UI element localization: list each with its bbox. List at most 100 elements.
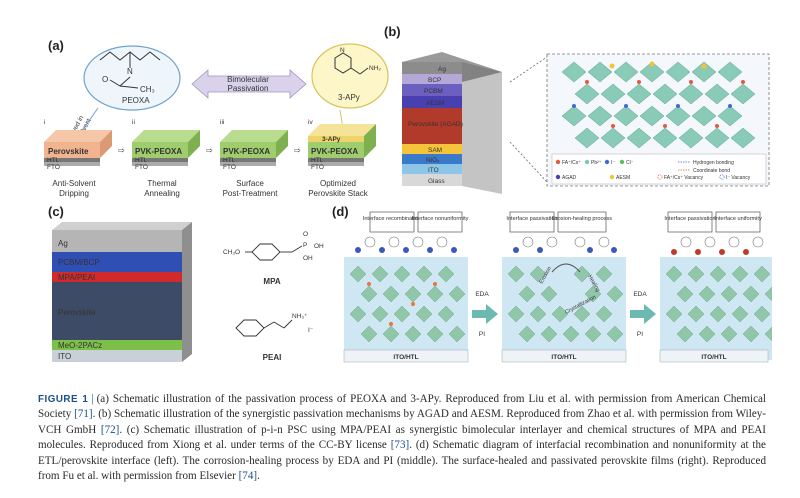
device-stack: Ag BCP PCBM AESM Perovskite (AGAD) SAM N… xyxy=(402,52,502,194)
figure-label: FIGURE 1 xyxy=(38,394,89,405)
panel-a-figure: N O CH₃ PEOXA Bimolecular Passivation N … xyxy=(44,43,389,198)
svg-text:HTL: HTL xyxy=(47,157,60,164)
svg-text:PVK-PEOXA: PVK-PEOXA xyxy=(223,147,270,156)
ref-74[interactable]: [74] xyxy=(238,470,258,483)
svg-text:Thermal: Thermal xyxy=(147,179,177,188)
ref-71[interactable]: [71] xyxy=(74,408,93,421)
svg-text:I⁻: I⁻ xyxy=(611,160,615,166)
svg-text:Perovskite: Perovskite xyxy=(58,308,96,317)
legend-row-2: AGAD AESM FA⁺/Cs⁺ Vacancy I⁻ Vacancy xyxy=(555,174,751,181)
legend-row-1: FA⁺/Cs⁺ Pb²⁺ I⁻ Cl⁻ Hydrogen bonding Coo… xyxy=(555,159,734,174)
svg-text:HTL: HTL xyxy=(223,157,236,164)
caption-part-c: . (c) Schematic illustration of p-i-n PS… xyxy=(38,423,767,452)
panel-c-label: (c) xyxy=(48,204,64,219)
svg-text:NiOₓ: NiOₓ xyxy=(426,157,440,164)
film-right: Interface passivation Interface uniformi… xyxy=(659,211,784,363)
svg-text:Interface nonuniformity: Interface nonuniformity xyxy=(412,216,469,222)
svg-text:CH₃O: CH₃O xyxy=(223,249,240,256)
svg-text:P: P xyxy=(303,242,307,249)
svg-text:Anti-Solvent: Anti-Solvent xyxy=(52,179,96,188)
svg-text:Ag: Ag xyxy=(58,239,68,248)
svg-text:FTO: FTO xyxy=(135,164,148,171)
svg-text:Glass: Glass xyxy=(428,178,445,185)
figure-caption: FIGURE 1|(a) Schematic illustration of t… xyxy=(38,392,766,484)
svg-text:PVK-PEOXA: PVK-PEOXA xyxy=(135,147,182,156)
atom-n-ring: N xyxy=(340,47,345,54)
panel-c-figure: Ag PCBM/BCP MPA/PEAI Perovskite MeO-2PAC… xyxy=(52,222,324,362)
peoxa-name: PEOXA xyxy=(122,96,150,105)
svg-text:AESM: AESM xyxy=(426,100,444,107)
svg-text:Interface passivation: Interface passivation xyxy=(664,216,715,222)
svg-text:SAM: SAM xyxy=(428,147,442,154)
svg-text:Hydrogen bonding: Hydrogen bonding xyxy=(693,160,734,166)
svg-text:PI: PI xyxy=(637,331,643,338)
svg-text:⇨: ⇨ xyxy=(206,146,213,155)
stack-ii: ii PVK-PEOXA HTL FTO Thermal Annealing xyxy=(132,119,200,198)
ref-72[interactable]: [72] xyxy=(100,423,120,436)
peoxa-bubble xyxy=(83,45,181,111)
panel-d-figure: Interface recombination Interface nonuni… xyxy=(343,211,784,363)
svg-text:NH₃⁺: NH₃⁺ xyxy=(292,313,308,320)
svg-text:PI: PI xyxy=(479,331,485,338)
svg-text:O: O xyxy=(303,231,308,238)
svg-text:Perovskite Stack: Perovskite Stack xyxy=(308,189,369,198)
svg-text:Pb²⁺: Pb²⁺ xyxy=(591,160,602,166)
atom-o: O xyxy=(102,75,108,84)
caption-end: . xyxy=(257,470,260,483)
svg-text:ii: ii xyxy=(132,119,135,126)
svg-text:Perovskite: Perovskite xyxy=(48,147,89,156)
peai-name: PEAI xyxy=(263,353,282,362)
svg-text:I⁻ Vacancy: I⁻ Vacancy xyxy=(726,175,751,181)
svg-text:PVK-PEOXA: PVK-PEOXA xyxy=(311,147,358,156)
svg-text:Erosion-healing process: Erosion-healing process xyxy=(552,216,612,222)
bimolecular-arrow xyxy=(191,69,307,99)
apy-name: 3-APy xyxy=(338,93,360,102)
svg-text:Interface uniformity: Interface uniformity xyxy=(714,216,762,222)
svg-text:Interface recombination: Interface recombination xyxy=(363,216,421,222)
svg-text:Optimized: Optimized xyxy=(320,179,356,188)
mpa-structure: CH₃O P O OH OH MPA xyxy=(223,231,324,286)
panel-c: (c) Ag PCBM/BCP MPA/PEAI Perovskite MeO-… xyxy=(40,200,330,380)
svg-text:iv: iv xyxy=(308,119,313,126)
svg-text:EDA: EDA xyxy=(633,291,647,298)
lattice xyxy=(561,61,756,149)
svg-text:AESM: AESM xyxy=(616,175,630,181)
arrow-text-1: Bimolecular xyxy=(227,75,269,84)
atom-nh2: NH₂ xyxy=(369,65,381,72)
svg-text:FTO: FTO xyxy=(223,164,236,171)
arrow-1: EDA PI xyxy=(472,291,498,338)
svg-text:Interface passivation: Interface passivation xyxy=(506,216,557,222)
svg-text:Dripping: Dripping xyxy=(59,189,89,198)
svg-text:iii: iii xyxy=(220,119,224,126)
panel-b: (b) Ag BCP PCBM AESM Perovskite (AGAD) S… xyxy=(382,22,772,194)
svg-text:Ag: Ag xyxy=(438,66,446,73)
film-middle: Interface passivation Erosion-healing pr… xyxy=(501,211,627,363)
svg-text:HTL: HTL xyxy=(311,157,324,164)
svg-text:FTO: FTO xyxy=(47,164,60,171)
svg-text:MeO-2PACz: MeO-2PACz xyxy=(58,341,102,350)
mpa-name: MPA xyxy=(263,277,280,286)
panel-a-label: (a) xyxy=(48,38,64,53)
svg-text:i: i xyxy=(44,119,45,126)
svg-text:⇨: ⇨ xyxy=(118,146,125,155)
stack-i: i Perovskite HTL FTO Anti-Solvent Drippi… xyxy=(44,119,112,198)
svg-text:HTL: HTL xyxy=(135,157,148,164)
svg-text:PCBM/BCP: PCBM/BCP xyxy=(58,258,100,267)
caption-part-d: . (d) Schematic diagram of interfacial r… xyxy=(38,439,766,483)
svg-text:Coordinate bond: Coordinate bond xyxy=(693,168,730,174)
arrow-text-2: Passivation xyxy=(228,84,269,93)
svg-text:Surface: Surface xyxy=(236,179,264,188)
panel-d: (d) Interface recombination Interface no… xyxy=(330,202,784,380)
svg-text:EDA: EDA xyxy=(475,291,489,298)
svg-text:Post-Treatment: Post-Treatment xyxy=(223,189,279,198)
ref-73[interactable]: [73] xyxy=(390,439,410,452)
svg-text:ITO/HTL: ITO/HTL xyxy=(551,354,576,361)
svg-text:ITO: ITO xyxy=(428,167,439,174)
svg-text:ITO: ITO xyxy=(58,352,71,361)
caption-part-b: . (b) Schematic illustration of the syne… xyxy=(38,408,766,436)
svg-text:AGAD: AGAD xyxy=(562,175,577,181)
svg-text:PCBM: PCBM xyxy=(424,88,443,95)
peai-structure: NH₃⁺ I⁻ PEAI xyxy=(235,313,314,362)
svg-text:FTO: FTO xyxy=(311,164,324,171)
svg-text:Annealing: Annealing xyxy=(144,189,180,198)
